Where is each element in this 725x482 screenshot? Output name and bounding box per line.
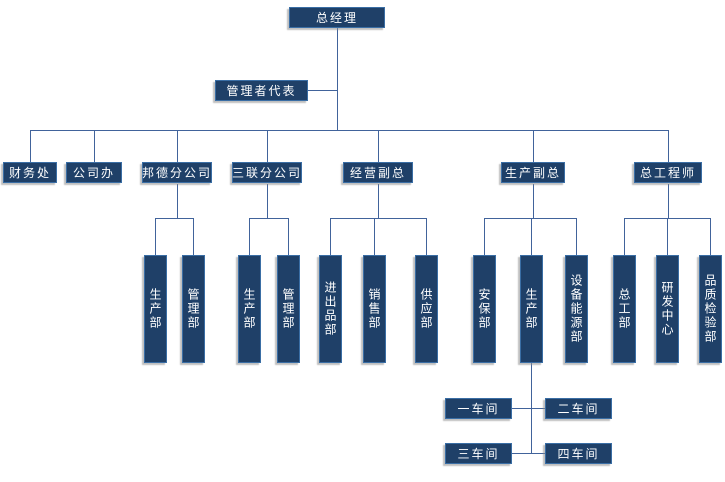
node-finance-office[interactable]: 财务处 <box>3 162 57 183</box>
node-rd-center[interactable]: 研发中心 <box>656 255 679 363</box>
connector-drop-company-office <box>94 130 95 163</box>
node-quality-inspection-dept[interactable]: 品质检验部 <box>699 255 722 363</box>
node-production-dept[interactable]: 生产部 <box>520 255 543 363</box>
connector-operations-child-1 <box>330 218 331 255</box>
connector-drop-finance <box>30 130 31 163</box>
connector-sanlian-stem <box>267 184 268 218</box>
node-production-vp[interactable]: 生产副总 <box>501 162 565 183</box>
node-management-representative[interactable]: 管理者代表 <box>215 80 308 101</box>
node-workshop-2[interactable]: 二车间 <box>545 398 612 419</box>
connector-sanlian-child-1 <box>249 218 250 255</box>
connector-bangde-stem <box>177 184 178 218</box>
node-sanlian-branch[interactable]: 三联分公司 <box>232 162 302 183</box>
connector-production-span <box>484 218 577 219</box>
node-bangde-branch[interactable]: 邦德分公司 <box>142 162 212 183</box>
node-bangde-management-dept[interactable]: 管理部 <box>182 255 205 363</box>
node-supply-dept[interactable]: 供应部 <box>415 255 438 363</box>
connector-operations-stem <box>378 184 379 218</box>
node-sanlian-management-dept[interactable]: 管理部 <box>277 255 300 363</box>
node-general-manager[interactable]: 总经理 <box>289 7 385 28</box>
node-import-export-dept[interactable]: 进出品部 <box>319 255 342 363</box>
connector-root-drop <box>337 28 338 130</box>
node-equipment-energy-dept[interactable]: 设备能源部 <box>565 255 588 363</box>
connector-operations-span <box>330 218 427 219</box>
connector-drop-operations-vp <box>378 130 379 163</box>
connector-chief-child-3 <box>710 218 711 255</box>
connector-representative-link <box>308 90 338 91</box>
connector-bangde-child-1 <box>155 218 156 255</box>
connector-production-child-2 <box>531 218 532 255</box>
node-security-dept[interactable]: 安保部 <box>473 255 496 363</box>
node-workshop-1[interactable]: 一车间 <box>445 398 512 419</box>
node-chief-engineer[interactable]: 总工程师 <box>634 162 702 183</box>
connector-distribution-line <box>30 130 669 131</box>
connector-bangde-span <box>155 218 194 219</box>
node-chief-engineer-dept[interactable]: 总工部 <box>613 255 636 363</box>
connector-workshop-row2 <box>512 453 546 454</box>
connector-drop-production-vp <box>533 130 534 163</box>
connector-operations-child-2 <box>374 218 375 255</box>
connector-workshop-row1 <box>512 408 546 409</box>
node-workshop-3[interactable]: 三车间 <box>445 443 512 464</box>
connector-drop-bangde <box>177 130 178 163</box>
node-sanlian-production-dept[interactable]: 生产部 <box>238 255 261 363</box>
connector-chief-stem <box>668 184 669 218</box>
connector-chief-child-1 <box>624 218 625 255</box>
node-workshop-4[interactable]: 四车间 <box>545 443 612 464</box>
connector-drop-sanlian <box>267 130 268 163</box>
connector-operations-child-3 <box>426 218 427 255</box>
node-bangde-production-dept[interactable]: 生产部 <box>144 255 167 363</box>
connector-production-stem <box>533 184 534 218</box>
connector-production-child-1 <box>484 218 485 255</box>
node-operations-vp[interactable]: 经营副总 <box>343 162 413 183</box>
node-company-office[interactable]: 公司办 <box>66 162 122 183</box>
connector-drop-chief-engineer <box>668 130 669 163</box>
connector-sanlian-span <box>249 218 289 219</box>
connector-sanlian-child-2 <box>288 218 289 255</box>
connector-bangde-child-2 <box>193 218 194 255</box>
node-sales-dept[interactable]: 销售部 <box>363 255 386 363</box>
connector-production-child-3 <box>576 218 577 255</box>
connector-chief-child-2 <box>667 218 668 255</box>
